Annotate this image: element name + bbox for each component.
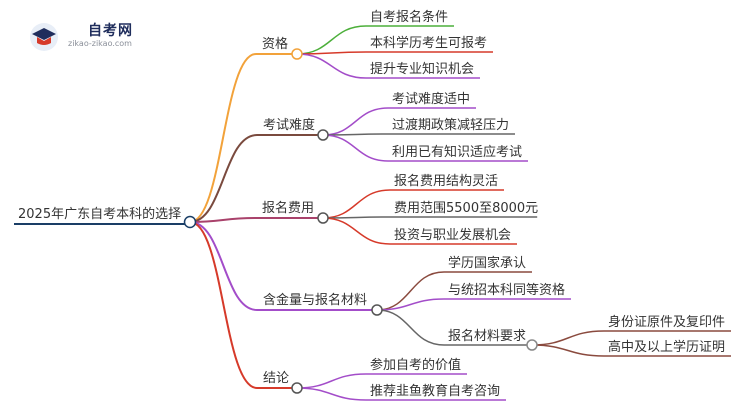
leaf-label: 参加自考的价值 bbox=[370, 357, 461, 373]
leaf-connector bbox=[322, 217, 391, 245]
branch-node bbox=[291, 48, 303, 60]
leaf-label: 报名费用结构灵活 bbox=[394, 173, 498, 189]
leaf-label: 提升专业知识机会 bbox=[370, 61, 474, 77]
branch-connector bbox=[189, 221, 258, 389]
branch-label: 含金量与报名材料 bbox=[263, 292, 367, 308]
logo: 自考网 zikao-zikao.com bbox=[28, 18, 188, 58]
leaf-label: 学历国家承认 bbox=[448, 255, 526, 271]
branch-label: 报名费用 bbox=[262, 200, 314, 216]
leaf-connector bbox=[296, 53, 367, 79]
leaf-connector bbox=[376, 298, 445, 311]
leaf-label: 自考报名条件 bbox=[370, 9, 448, 25]
leaf-label: 推荐韭鱼教育自考咨询 bbox=[370, 383, 500, 399]
leaf-label: 本科学历考生可报考 bbox=[370, 35, 487, 51]
leaf-connector bbox=[322, 189, 391, 219]
subleaf-label: 高中及以上学历证明 bbox=[608, 339, 725, 355]
branch-connector bbox=[189, 134, 258, 223]
leaf-label: 费用范围5500至8000元 bbox=[394, 201, 538, 216]
leaf-label: 投资与职业发展机会 bbox=[394, 227, 511, 243]
leaf-connector bbox=[296, 387, 367, 401]
logo-url: zikao-zikao.com bbox=[68, 39, 132, 48]
root-node bbox=[183, 215, 197, 229]
branch-node bbox=[317, 212, 329, 224]
leaf-connector bbox=[296, 25, 367, 55]
root-label: 2025年广东自考本科的选择 bbox=[18, 206, 181, 222]
branch-connector bbox=[189, 221, 258, 311]
branch-node bbox=[371, 304, 383, 316]
leaf-connector bbox=[376, 271, 445, 311]
leaf-label: 与统招本科同等资格 bbox=[448, 282, 565, 298]
subleaf-connector bbox=[531, 330, 605, 346]
branch-connector bbox=[189, 53, 257, 223]
subbranch-node bbox=[526, 339, 538, 351]
branch-node bbox=[317, 129, 329, 141]
branch-node bbox=[291, 382, 303, 394]
leaf-connector bbox=[322, 134, 389, 162]
logo-title: 自考网 bbox=[88, 23, 133, 39]
leaf-connector bbox=[322, 107, 389, 136]
leaf-label: 考试难度适中 bbox=[392, 91, 470, 107]
leaf-label: 报名材料要求 bbox=[448, 328, 526, 344]
graduation-cap-icon bbox=[30, 23, 58, 51]
leaf-connector bbox=[296, 373, 367, 389]
subleaf-label: 身份证原件及复印件 bbox=[608, 314, 725, 330]
branch-label: 结论 bbox=[263, 371, 289, 386]
leaf-label: 过渡期政策减轻压力 bbox=[392, 117, 509, 133]
branch-connector bbox=[189, 217, 257, 223]
branch-label: 资格 bbox=[262, 36, 288, 52]
subleaf-connector bbox=[531, 344, 605, 357]
leaf-label: 利用已有知识适应考试 bbox=[392, 144, 522, 160]
leaf-connector bbox=[376, 309, 445, 346]
branch-label: 考试难度 bbox=[263, 117, 315, 133]
